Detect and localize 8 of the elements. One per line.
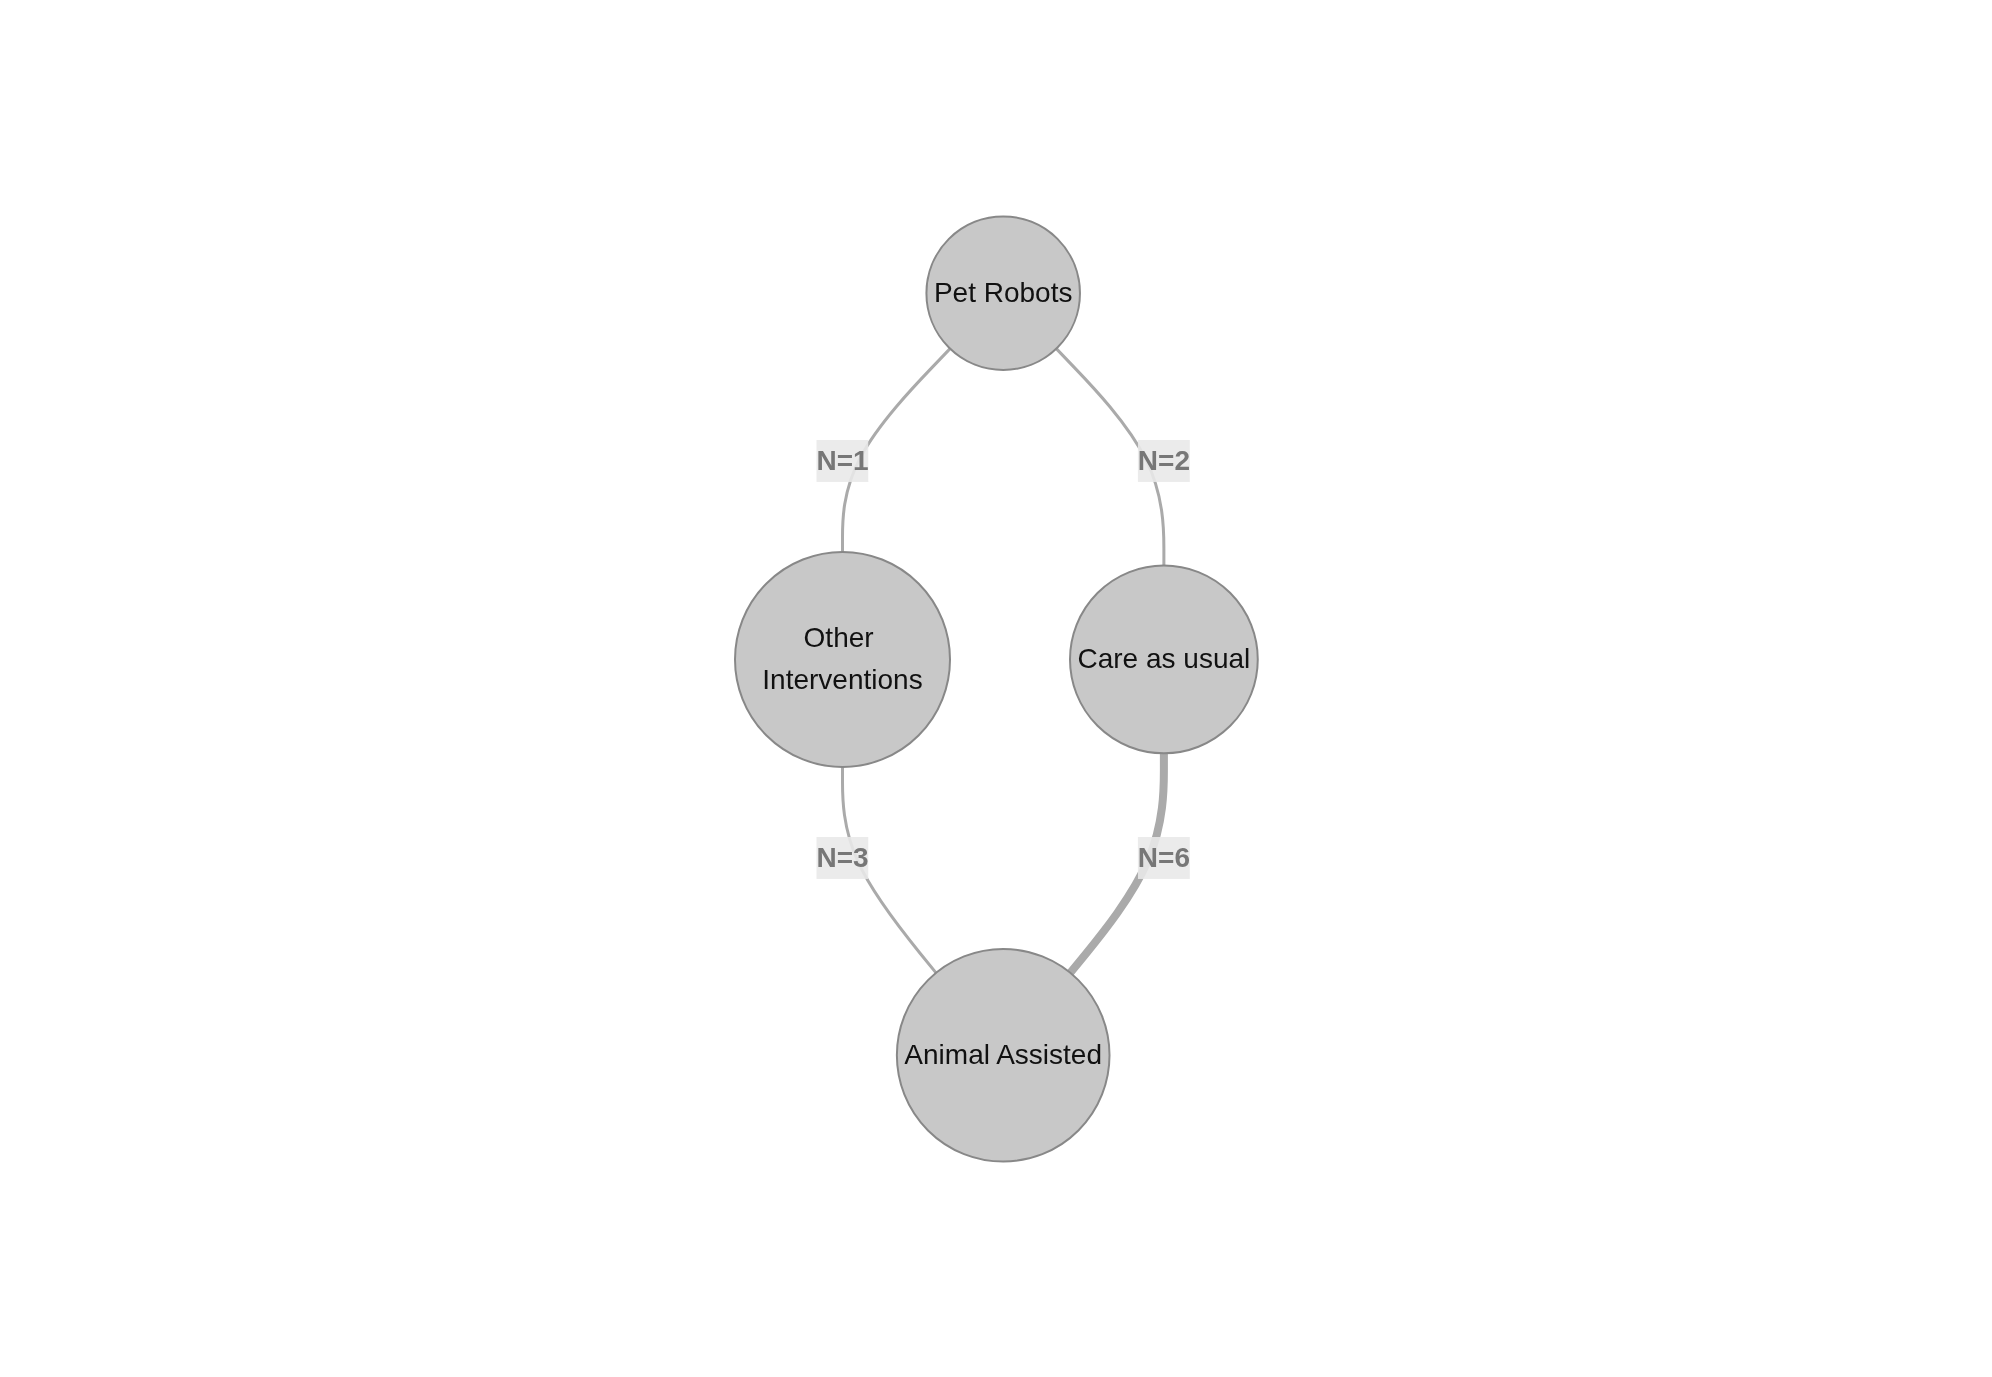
node-circle: Other Interventions: [733, 550, 951, 768]
node-circle: Animal Assisted: [895, 947, 1111, 1163]
node-circle: Pet Robots: [925, 214, 1081, 371]
edge-label: N=3: [816, 841, 869, 873]
edge-label: N=6: [1137, 841, 1190, 873]
edge-label: N=1: [816, 444, 869, 476]
node-circle: Care as usual: [1068, 564, 1259, 754]
edge-label: N=2: [1137, 444, 1190, 476]
